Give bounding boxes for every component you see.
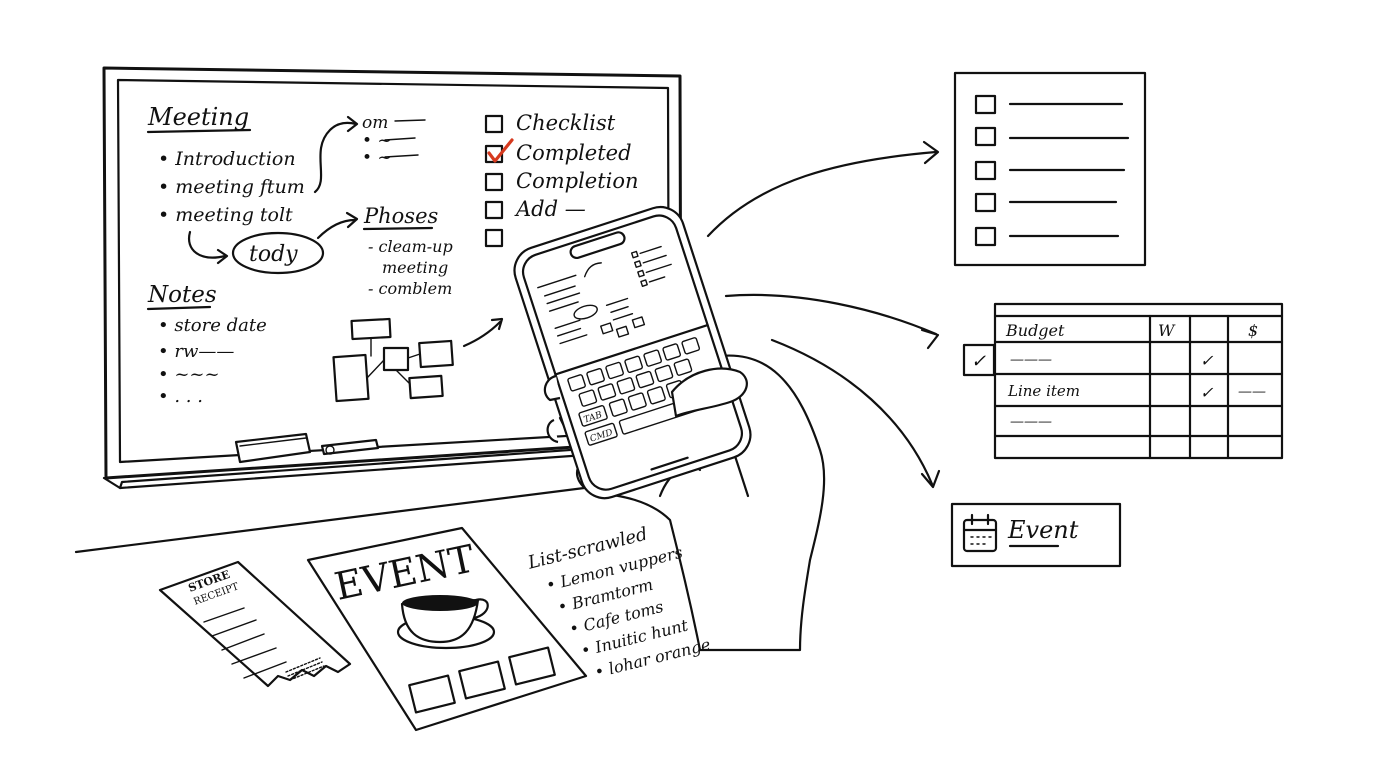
budget-header: W (1158, 321, 1176, 340)
meeting-title: Meeting (147, 103, 249, 131)
budget-header: $ (1248, 321, 1258, 340)
scribble-bullet: om (362, 113, 388, 133)
tody-label: tody (249, 242, 298, 267)
red-check-icon (487, 138, 514, 163)
budget-cell: ✓ (1200, 351, 1214, 370)
output-arrows (706, 140, 941, 489)
smartphone: TAB CMD (513, 205, 752, 500)
calendar-icon (962, 513, 998, 553)
checklist-item: Completion (516, 169, 639, 193)
event-label: Event (1007, 516, 1079, 544)
notes-item: • store date (158, 315, 267, 336)
tody-circle (231, 231, 325, 275)
notes-title: Notes (147, 282, 217, 308)
phases-item: meeting (382, 258, 448, 277)
tab-key (578, 405, 608, 427)
cmd-key (584, 422, 618, 446)
notes-item: • rw—— (158, 341, 234, 362)
phone-screen (537, 245, 672, 345)
checklist-item: Completed (516, 141, 632, 165)
budget-cell: Line item (1007, 382, 1080, 400)
budget-cell: —— (1238, 384, 1266, 400)
budget-header: Budget (1005, 321, 1065, 340)
phases-item: - cleam-up (368, 237, 453, 256)
checklist-item: Add — (514, 197, 586, 221)
coffee-cup-icon (396, 595, 496, 650)
phases-item: - comblem (368, 279, 452, 298)
budget-table: Budget W $ ✓ ——— ✓ Line item ✓ —— ——— (962, 302, 1284, 460)
notes-item: • . . . (158, 386, 203, 407)
checklist-card (953, 71, 1147, 267)
meeting-item: • Introduction (158, 148, 296, 170)
budget-cell: ——— (1010, 414, 1052, 430)
flow-diagram (332, 317, 504, 403)
whiteboard: Meeting • Introduction • meeting ftum • … (102, 66, 686, 490)
checklist-item: Checklist (516, 111, 616, 135)
budget-cell: ✓ (1200, 383, 1214, 402)
phases-title: Phoses (363, 204, 439, 228)
eraser (234, 432, 312, 464)
notes-item: • ~~~ (158, 364, 220, 385)
scribble-bullet: • ~ (362, 131, 392, 151)
scribble-bullet: • ~ (362, 148, 392, 168)
meeting-item: • meeting tolt (158, 204, 293, 226)
marker (320, 438, 380, 456)
meeting-item: • meeting ftum (158, 176, 305, 198)
event-card: Event (950, 502, 1122, 568)
row-check-icon: ✓ (971, 351, 986, 372)
phone-notch (569, 231, 626, 260)
receipt: STORE RECEIPT (158, 560, 352, 688)
desk-edge (74, 484, 602, 554)
budget-cell: ——— (1010, 352, 1052, 368)
whiteboard-checklist: Checklist Completed Completion Add — (484, 111, 639, 248)
